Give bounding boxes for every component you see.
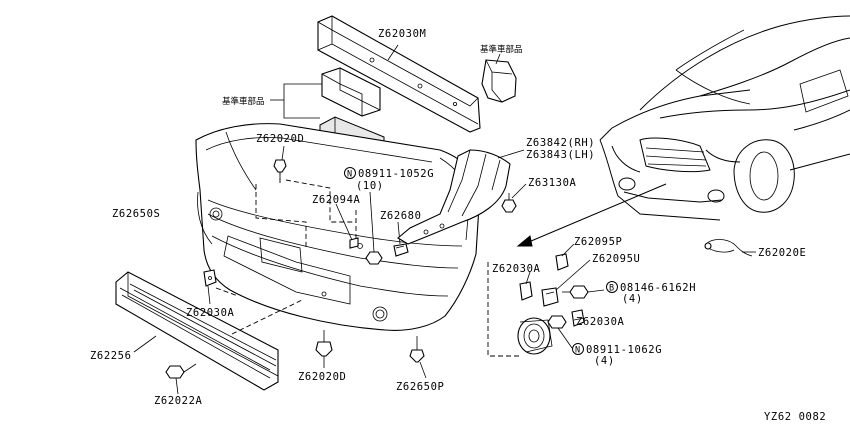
label-clip-tie: Z62020E xyxy=(758,247,806,259)
leader-screw-side xyxy=(511,183,527,199)
dash-grille-bracket xyxy=(215,287,239,297)
location-arrow xyxy=(516,183,667,247)
label-screw-bottom: Z62022A xyxy=(154,395,203,407)
label-bracket-center: Z62094A xyxy=(312,194,361,206)
screw-bottom-part xyxy=(165,363,197,379)
leader-bracket-center xyxy=(335,203,353,241)
nut-fog-part xyxy=(547,315,567,329)
nut-fog-circle-letter: N xyxy=(575,346,580,356)
label-retainer: Z62095P xyxy=(574,236,622,248)
clip-top-part xyxy=(273,159,287,180)
leader-retainer xyxy=(561,243,575,257)
screw-side-part xyxy=(501,193,517,213)
label-screw-side: Z63130A xyxy=(528,177,577,189)
dash-mount-b xyxy=(285,179,356,223)
label-absorber-note: 基準車部品 xyxy=(222,96,265,107)
bumper-reinforcement xyxy=(317,15,481,133)
bracket-small-part xyxy=(393,243,409,257)
bolt-fog-part xyxy=(562,285,589,299)
bracket-center-part xyxy=(349,237,359,249)
diagram-code: YZ62 0082 xyxy=(764,411,826,423)
bolt-part-number: 08146-6162H xyxy=(620,282,696,294)
label-nut-fog: N 08911-1062G (4) xyxy=(572,343,662,367)
label-screw-bottom-right: Z62650P xyxy=(396,381,444,393)
leader-absorber-note xyxy=(283,83,322,119)
leader-bracket-fog-bottom xyxy=(573,317,585,321)
nut-fog-quantity: (4) xyxy=(594,355,615,367)
lower-grille xyxy=(115,271,279,391)
screw-bottom-right-part xyxy=(409,336,425,363)
grille-bracket-left-part xyxy=(203,269,217,287)
retainer-part xyxy=(555,253,569,271)
leader-bracket-fog-top xyxy=(525,271,531,285)
label-fender-protector-rh: Z63842(RH) xyxy=(526,137,595,149)
energy-absorber-upper xyxy=(321,67,381,117)
nut-fog-part-number: 08911-1062G xyxy=(586,344,662,356)
label-fender-protector-lh: Z63843(LH) xyxy=(526,149,595,161)
fog-lamp xyxy=(517,317,553,355)
bumper-side-bracket xyxy=(481,59,517,103)
leader-screw-bottom xyxy=(175,377,179,395)
bolt-circle-letter: B xyxy=(609,284,614,294)
bracket-fog-top-part xyxy=(519,281,533,301)
label-grille: Z62256 xyxy=(90,350,132,362)
label-bumper-fascia: Z62650S xyxy=(112,208,160,220)
leader-bracket-small xyxy=(397,221,401,245)
label-retainer-u: Z62095U xyxy=(592,253,640,265)
dash-grille xyxy=(231,299,303,335)
leader-nut-fog xyxy=(557,327,573,349)
nut-top-quantity: (10) xyxy=(356,180,384,192)
bolt-quantity: (4) xyxy=(622,293,643,305)
label-nut-top: N 08911-1052G (10) xyxy=(344,167,434,192)
clip-bottom-part xyxy=(315,330,333,357)
label-bolt-fog: B 08146-6162H (4) xyxy=(606,281,696,305)
dash-mount-a xyxy=(255,184,307,248)
label-bracket-small: Z62680 xyxy=(380,210,422,222)
leader-fender-protector xyxy=(497,149,525,159)
vehicle-illustration xyxy=(599,15,850,221)
label-reinforcement: Z62030M xyxy=(378,28,426,40)
nut-top-part xyxy=(365,251,383,265)
leader-bracket-note xyxy=(495,53,501,65)
label-clip-top: Z62020D xyxy=(256,133,304,145)
labels: Z62030M 基準車部品 基準車部品 Z62020D Z63842(RH) Z… xyxy=(90,28,826,423)
label-bracket-fog-top: Z62030A xyxy=(492,263,541,275)
leader-retainer-u xyxy=(555,259,591,291)
dash-fog-group xyxy=(487,262,522,357)
leader-grille-bracket xyxy=(207,285,211,305)
label-clip-bottom: Z62020D xyxy=(298,371,346,383)
leader-clip-top xyxy=(281,145,285,161)
label-bracket-fog-bottom: Z62030A xyxy=(576,316,625,328)
leader-grille xyxy=(133,335,157,353)
label-bracket-note: 基準車部品 xyxy=(480,44,523,55)
clip-tie-part xyxy=(704,239,753,257)
leader-screw-bottom-right xyxy=(419,361,427,379)
retainer-u-part xyxy=(541,287,559,307)
leader-reinforcement xyxy=(387,44,399,61)
label-grille-bracket-left: Z62030A xyxy=(186,307,235,319)
fender-protector xyxy=(397,149,511,245)
front-bumper-fascia xyxy=(195,123,481,331)
leader-nut-top xyxy=(369,191,375,253)
nut-top-circle-letter: N xyxy=(347,170,352,180)
leader-bolt-fog xyxy=(587,289,605,293)
nut-top-part-number: 08911-1052G xyxy=(358,168,434,180)
bracket-fog-bottom-part xyxy=(571,309,585,327)
